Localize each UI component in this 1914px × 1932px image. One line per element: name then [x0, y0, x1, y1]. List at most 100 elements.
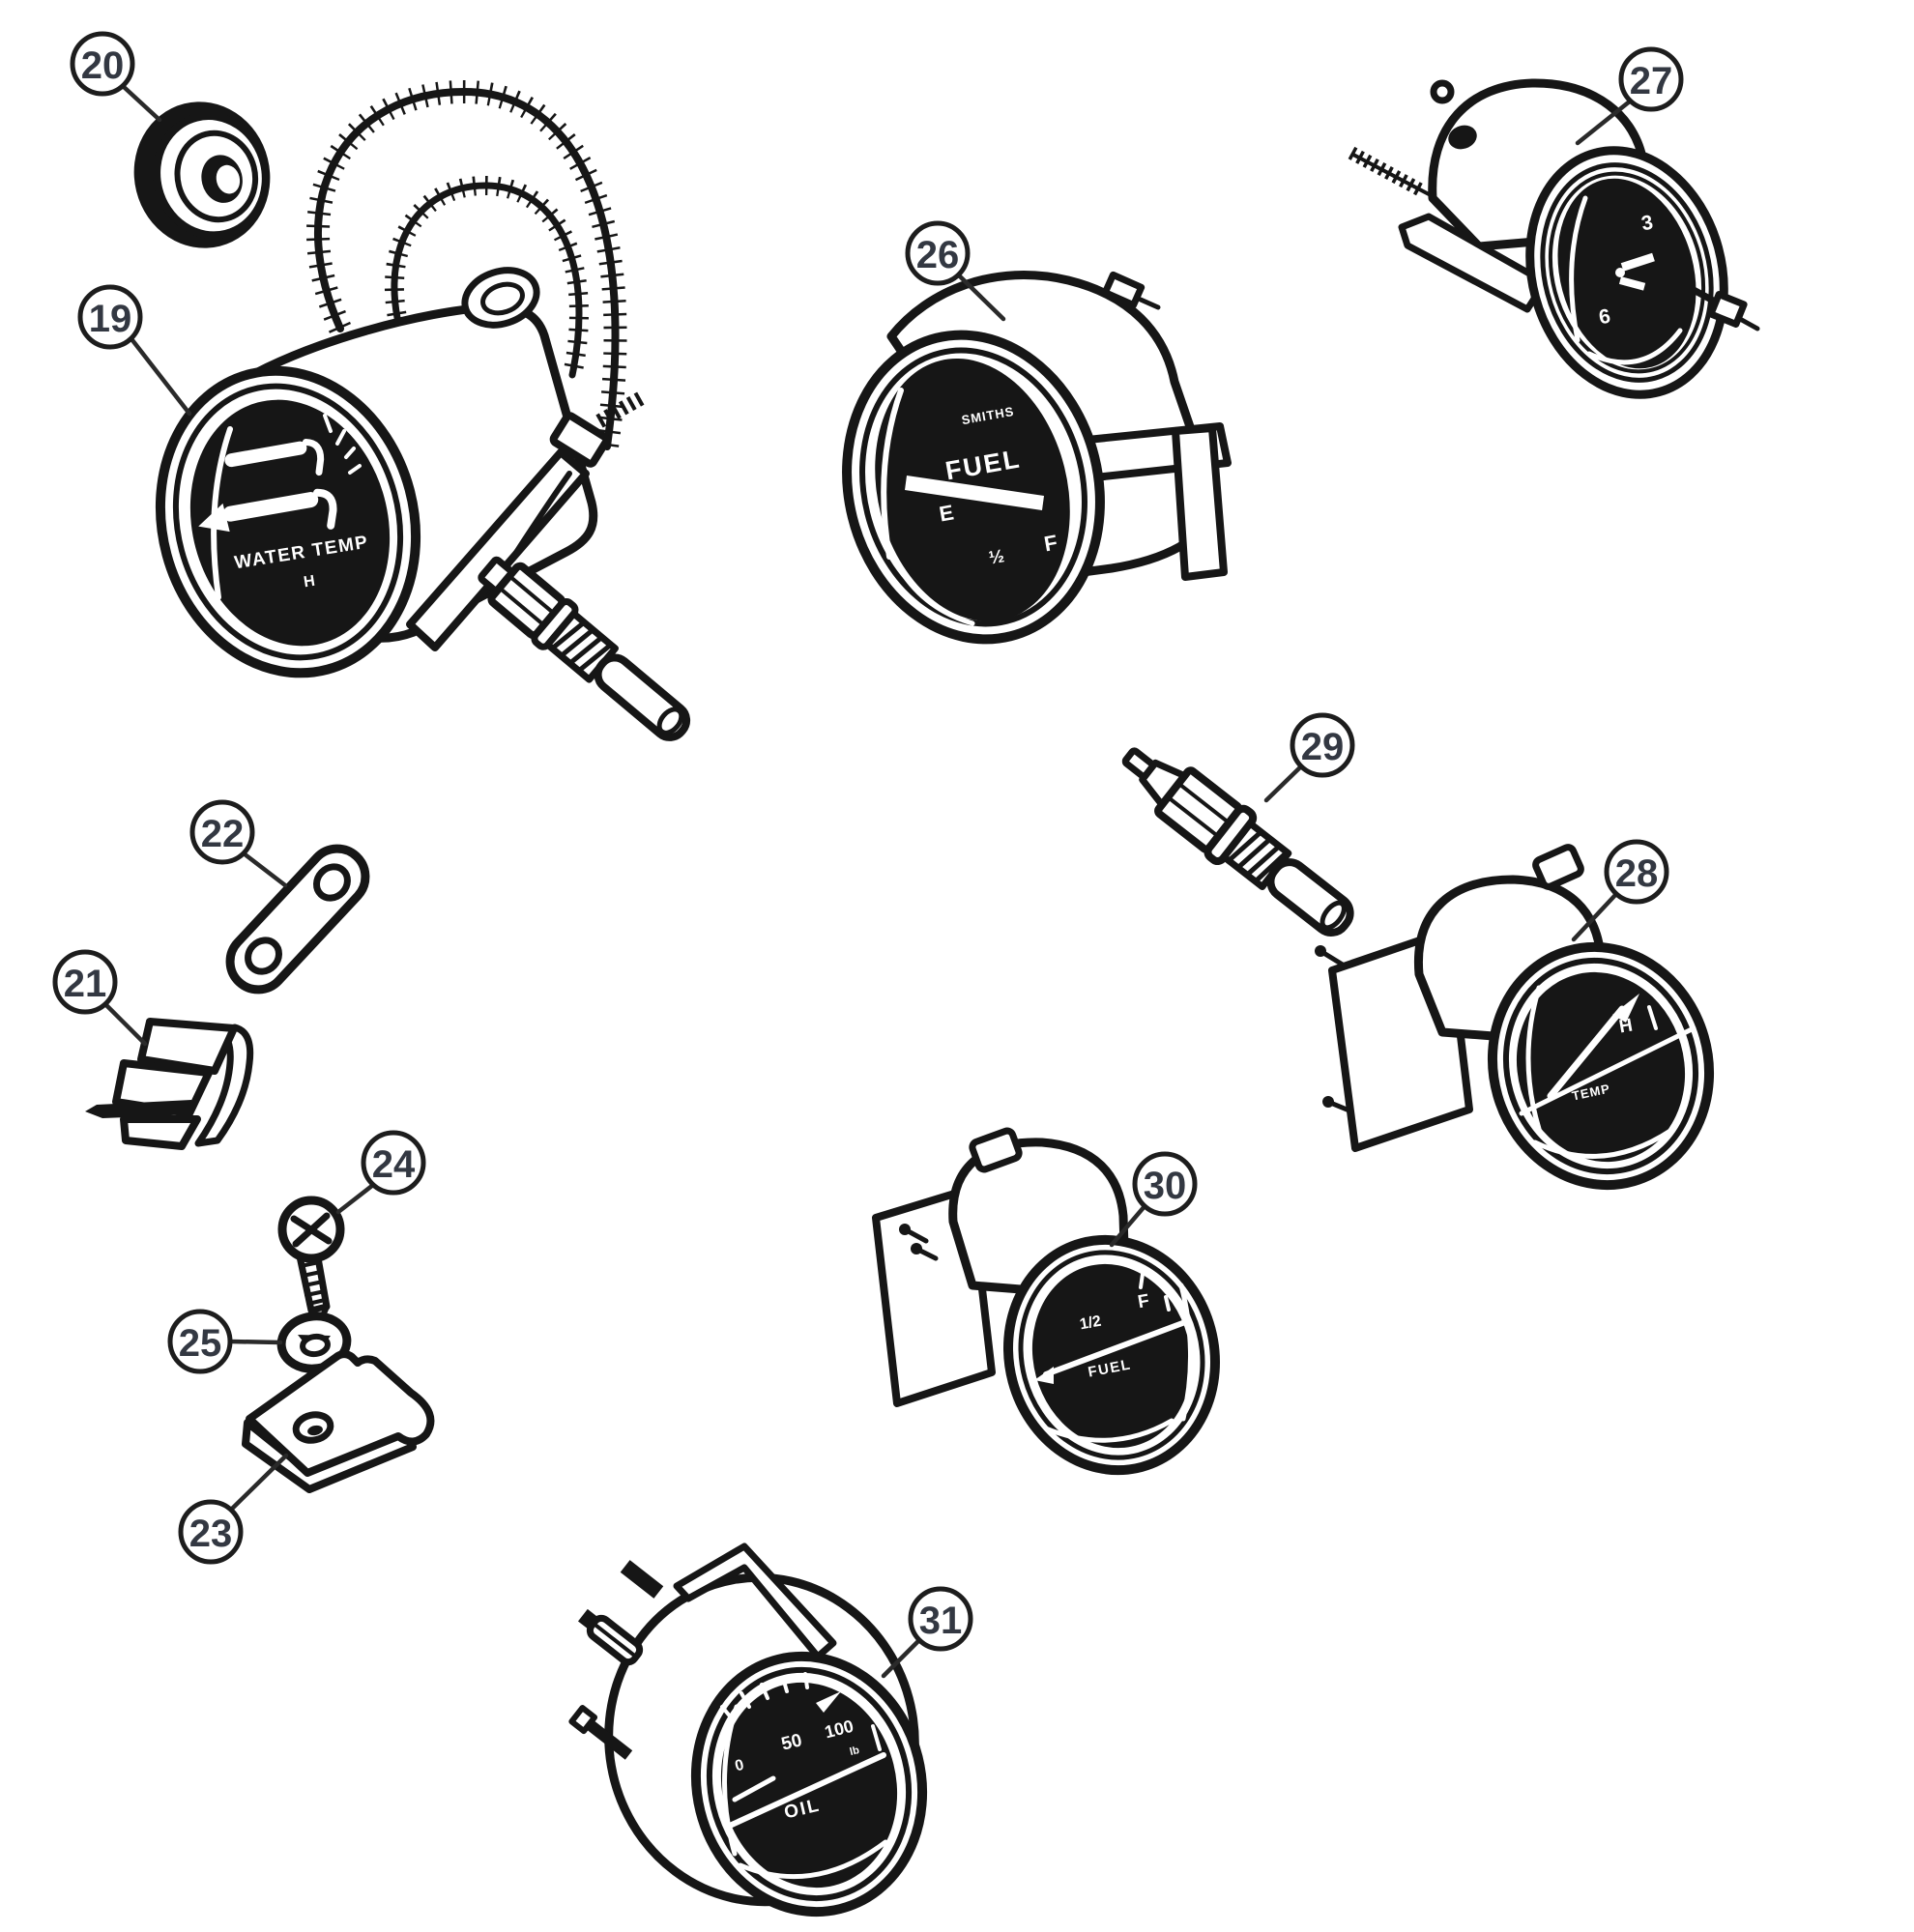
leader-28 [1571, 891, 1619, 942]
clip-lip [85, 1100, 193, 1118]
terminal-pin [1138, 297, 1161, 310]
hour-hand [1618, 276, 1646, 291]
leader-19 [130, 337, 192, 417]
gauge-31-zero: 0 [734, 1757, 746, 1775]
clip-back-loop [194, 1024, 254, 1147]
callout-28-circle [1604, 839, 1669, 905]
part-31-oil-pressure-gauge: 0 50 100 lb OIL [568, 1543, 928, 1918]
gauge-30-face-marks: F 1/2 FUEL [1034, 1272, 1193, 1443]
gauge-28-needle [1547, 1005, 1626, 1100]
grommet-ring [174, 130, 259, 223]
gauge-31-unit: lb [849, 1745, 861, 1758]
callout-25: 25 [167, 1309, 283, 1374]
gauge-31-needle [732, 1775, 776, 1802]
gauge-30-half: 1/2 [1079, 1313, 1103, 1334]
callout-26-circle [905, 220, 971, 286]
leader-20 [120, 83, 162, 123]
callout-30: 30 [1109, 1151, 1198, 1248]
leader-27 [1575, 98, 1634, 146]
gauge-30-needle-tail [1034, 1367, 1054, 1384]
callout-30-circle [1132, 1151, 1198, 1217]
mounting-bracket-vertical [1172, 424, 1228, 581]
gauge-19-hot-mark: H [303, 573, 316, 591]
temperature-sender-bulb [478, 556, 691, 741]
callout-20: 20 [70, 31, 162, 123]
minute-hand [1620, 252, 1655, 272]
callout-19-circle [77, 284, 143, 350]
leader-21 [102, 1001, 148, 1047]
part-22-link-strap [225, 844, 370, 995]
gauge-dial [1516, 971, 1686, 1163]
callout-19-number: 19 [89, 298, 132, 340]
leader-30 [1109, 1202, 1148, 1248]
mounting-strap [406, 448, 590, 651]
part-19-water-temperature-gauge: WATER TEMP H [155, 79, 691, 741]
gauge-31-face-marks: 0 50 100 lb OIL [720, 1672, 888, 1880]
gauge-30-needle [1043, 1319, 1188, 1377]
gauge-26-half: ½ [987, 546, 1005, 568]
callout-31-number: 31 [919, 1600, 963, 1642]
rear-hub [461, 267, 540, 329]
bracket-terminals [899, 1224, 939, 1261]
part-24-screw [277, 1196, 345, 1323]
callout-20-number: 20 [81, 44, 125, 87]
clock-six: 6 [1597, 305, 1612, 330]
callout-25-circle [167, 1309, 233, 1374]
part-26-fuel-gauge: SMITHS FUEL E ½ F [842, 271, 1232, 645]
link-hole-b [313, 863, 351, 902]
callout-19: 19 [77, 284, 192, 417]
callout-24-number: 24 [372, 1143, 416, 1186]
terminal-stud [1101, 271, 1146, 309]
callout-23: 23 [178, 1453, 289, 1565]
bracket-terminals [1315, 945, 1354, 1114]
callout-21-circle [52, 949, 118, 1015]
rear-terminals [568, 1560, 664, 1760]
washer-hole [300, 1333, 331, 1358]
gauge-bezel-ring [1502, 957, 1699, 1175]
callout-28: 28 [1571, 839, 1669, 942]
gauge-28-hot: H [1617, 1015, 1634, 1037]
phillips-slot-b [292, 1212, 331, 1248]
gauge-bezel-ring [172, 383, 404, 661]
part-20-grommet [133, 101, 271, 248]
callout-27: 27 [1575, 46, 1684, 146]
gauge-30-full: F [1136, 1291, 1150, 1313]
stud-core [1351, 153, 1433, 197]
callout-29: 29 [1263, 712, 1355, 803]
clip-top-flap [137, 1018, 238, 1075]
callout-26: 26 [905, 220, 1006, 322]
body-pip [969, 1127, 1023, 1173]
leader-22 [241, 851, 288, 888]
body-pip [1430, 79, 1455, 104]
leader-26 [955, 272, 1006, 322]
gauge-26-empty: E [938, 500, 956, 526]
capillary-coil [305, 79, 627, 450]
callout-22-circle [189, 799, 255, 865]
part-29-temperature-sender [1121, 747, 1354, 937]
callout-20-circle [70, 31, 135, 97]
part-27-clock: 3 6 [1348, 78, 1760, 399]
gauge-26-full: F [1042, 531, 1059, 557]
callout-23-circle [178, 1499, 244, 1565]
callout-29-circle [1290, 712, 1355, 778]
gauge-26-needle [905, 476, 1044, 510]
part-23-clip-nut [242, 1350, 435, 1493]
callout-24: 24 [335, 1130, 426, 1215]
callout-29-number: 29 [1301, 726, 1345, 768]
body-pip [1532, 844, 1584, 890]
gauge-bezel-ring [706, 1666, 913, 1902]
clock-face-marks: 3 6 [1569, 195, 1683, 365]
callout-21: 21 [52, 949, 148, 1047]
gauge-dial [1031, 1263, 1192, 1449]
clip-bottom-tab [120, 1115, 201, 1150]
part-28-temperature-gauge: H TEMP [1315, 844, 1715, 1191]
part-30-fuel-gauge: F 1/2 FUEL [872, 1127, 1220, 1476]
callout-22-number: 22 [201, 813, 245, 855]
callout-31: 31 [881, 1586, 973, 1679]
callout-31-circle [908, 1586, 973, 1652]
gauge-31-needle-tip [816, 1691, 841, 1713]
grommet-hole [216, 164, 241, 194]
callout-26-number: 26 [916, 234, 960, 276]
